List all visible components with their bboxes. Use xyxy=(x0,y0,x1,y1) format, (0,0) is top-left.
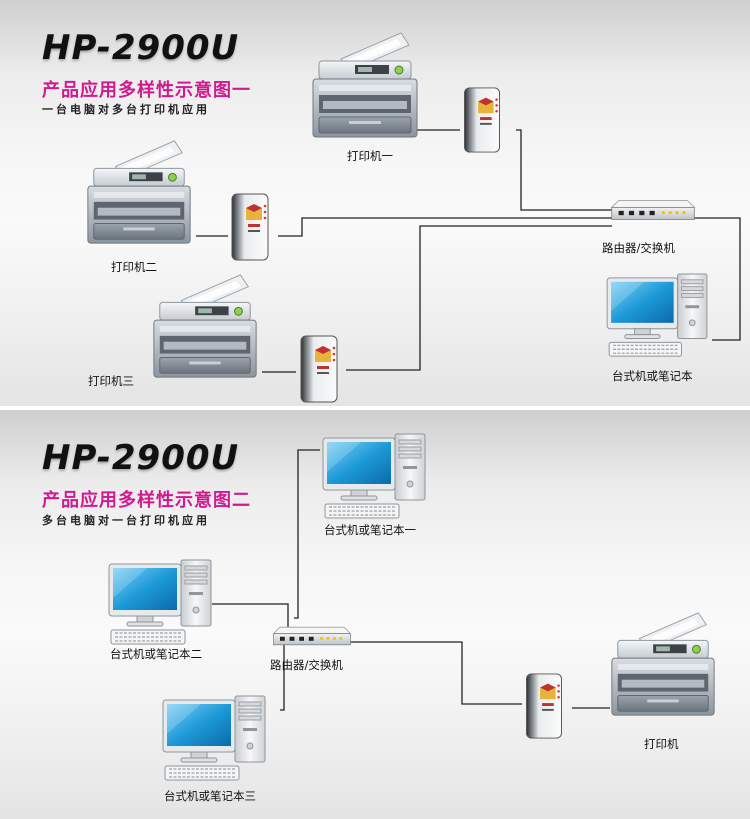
printer-one-label: 打印机一 xyxy=(347,149,393,163)
router-icon xyxy=(610,196,696,224)
computer-three-label: 台式机或笔记本三 xyxy=(164,789,256,803)
printer-two-label: 打印机二 xyxy=(111,260,157,274)
network-cables xyxy=(212,449,610,711)
cable-server2-router xyxy=(278,217,612,237)
diagram-caption: 多台电脑对一台打印机应用 xyxy=(42,514,210,527)
computer-icon xyxy=(320,432,432,522)
printer-icon xyxy=(146,265,264,389)
cable-server3-router xyxy=(346,225,612,371)
computer-one-label: 台式机或笔记本一 xyxy=(324,523,416,537)
panel-separator xyxy=(0,406,750,410)
diagram-subtitle: 产品应用多样性示意图一 xyxy=(42,80,251,101)
computer-icon xyxy=(160,694,272,784)
cable-router-computer xyxy=(692,217,741,341)
printer-icon xyxy=(80,138,198,248)
cable-computer2-router xyxy=(212,603,289,628)
computer-label: 台式机或笔记本 xyxy=(612,369,693,383)
printer-icon xyxy=(305,30,425,142)
computer-icon xyxy=(604,272,714,360)
cable-computer1-router xyxy=(294,449,320,619)
diagram-caption: 一台电脑对多台打印机应用 xyxy=(42,103,210,116)
network-cables xyxy=(196,129,741,373)
printer-three-label: 打印机三 xyxy=(88,374,134,388)
printer-icon xyxy=(604,606,722,724)
product-title: HP-2900U xyxy=(42,438,240,478)
print-server-icon xyxy=(294,334,344,404)
computer-two-label: 台式机或笔记本二 xyxy=(110,647,202,661)
print-server-icon xyxy=(226,192,274,262)
computer-icon xyxy=(106,558,218,648)
print-server-icon xyxy=(520,672,568,740)
diagram-subtitle: 产品应用多样性示意图二 xyxy=(42,490,251,511)
print-server-icon xyxy=(459,86,505,154)
product-title: HP-2900U xyxy=(42,28,240,68)
cable-server1-router xyxy=(516,129,612,211)
router-label: 路由器/交换机 xyxy=(270,658,343,672)
diagram-two: HP-2900U 产品应用多样性示意图二 多台电脑对一台打印机应用 台式机或笔记… xyxy=(0,410,750,819)
router-label: 路由器/交换机 xyxy=(602,241,675,255)
router-icon xyxy=(272,622,352,650)
printer-label: 打印机 xyxy=(644,737,679,751)
diagram-one: HP-2900U 产品应用多样性示意图一 一台电脑对多台打印机应用 打印机一 打… xyxy=(0,0,750,406)
cable-computer3-router xyxy=(280,640,285,711)
cable-router-server xyxy=(350,641,522,705)
